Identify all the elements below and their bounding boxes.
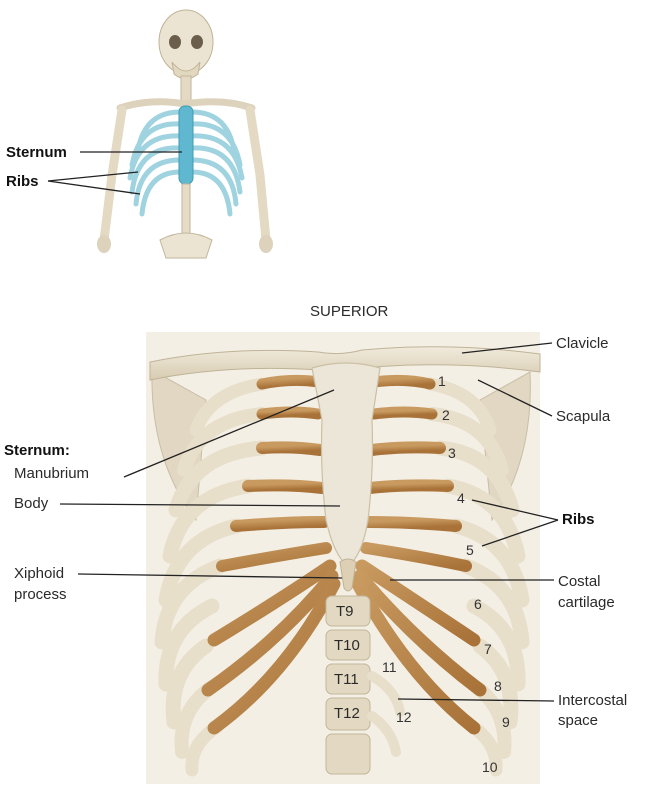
rib-number: 9 [502,714,510,730]
xiphoid-label-line2: process [14,586,67,603]
costal-cartilage-label-line1: Costal [558,573,601,590]
ribs-label: Ribs [562,511,595,528]
small-skeleton-figure [97,10,273,258]
vertebra-label: T10 [334,637,360,654]
vertebra-label: T11 [334,671,359,688]
clavicle-label: Clavicle [556,335,609,352]
orientation-label: SUPERIOR [310,303,389,320]
small-sternum [179,106,193,184]
rib-number: 1 [438,373,446,389]
rib-number: 3 [448,445,456,461]
rib-number: 2 [442,407,450,423]
rib-number: 10 [482,759,498,775]
rib-number: 11 [382,659,397,675]
rib-number: 4 [457,490,465,506]
rib-number: 8 [494,678,502,694]
vertebra-label: T9 [336,603,354,620]
top-ribs-label: Ribs [6,173,39,190]
rib-number: 6 [474,596,482,612]
rib-number: 7 [484,641,492,657]
vertebra-label: T12 [334,705,360,722]
rib-number: 5 [466,542,474,558]
scapula-label: Scapula [556,408,611,425]
manubrium-label: Manubrium [14,465,89,482]
costal-cartilage-label-line2: cartilage [558,594,615,611]
skull [159,10,213,74]
intercostal-space-label-line1: Intercostal [558,692,627,709]
intercostal-space-label-line2: space [558,712,598,729]
xiphoid-label-line1: Xiphoid [14,565,64,582]
body-label: Body [14,495,49,512]
sternum-heading-label: Sternum: [4,442,70,459]
rib-number: 12 [396,709,412,725]
top-sternum-label: Sternum [6,144,67,161]
